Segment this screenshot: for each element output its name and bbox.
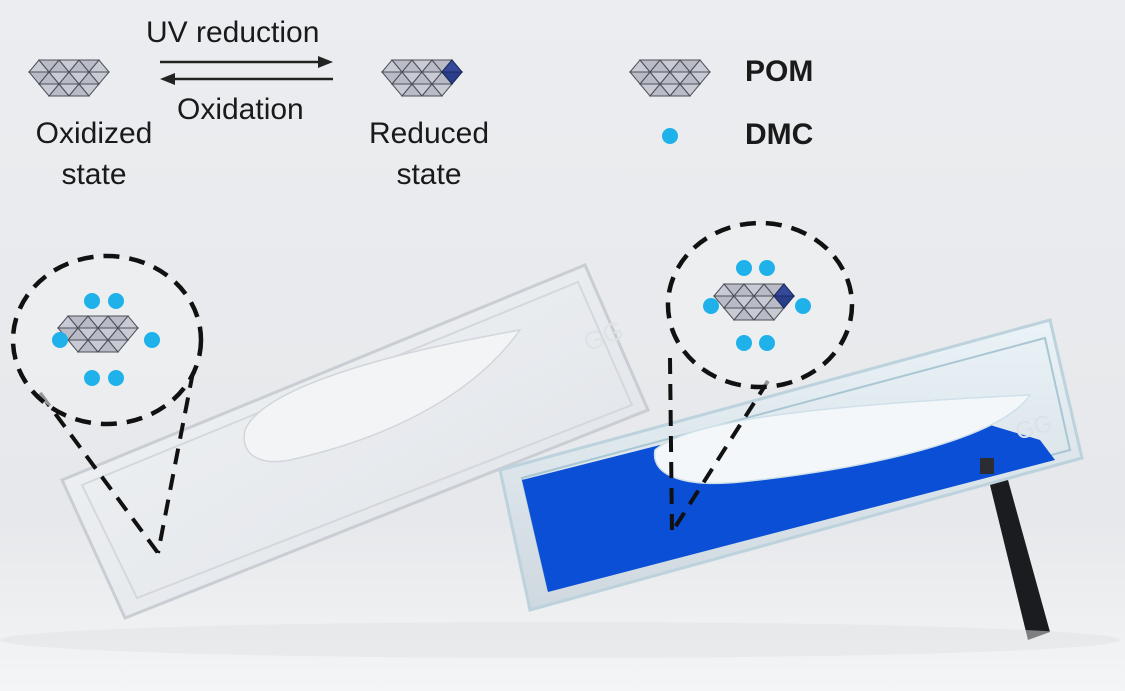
reduced-state-line2: state <box>396 158 462 191</box>
legend-dmc-icon <box>662 128 678 144</box>
cuvette-stand <box>990 480 1050 640</box>
left-cuvette: GG <box>59 263 650 620</box>
oxidation-label: Oxidation <box>177 93 304 126</box>
reduced-state-line1: Reduced <box>368 117 490 150</box>
oxidized-state-line1: Oxidized <box>35 117 153 150</box>
left-zoom-callout <box>10 253 204 555</box>
forward-arrow <box>160 56 333 68</box>
right-cuvette: GG <box>498 318 1084 612</box>
legend-dmc-label: DMC <box>745 118 814 151</box>
uv-reduction-label: UV reduction <box>146 16 320 49</box>
oxidized-state-line2: state <box>61 158 127 191</box>
legend-pom-label: POM <box>745 55 814 88</box>
reverse-arrow <box>160 73 333 85</box>
oxidized-state-label: Oxidized state <box>28 117 160 192</box>
right-zoom-callout <box>665 220 855 534</box>
reduced-state-label: Reduced state <box>360 117 498 192</box>
